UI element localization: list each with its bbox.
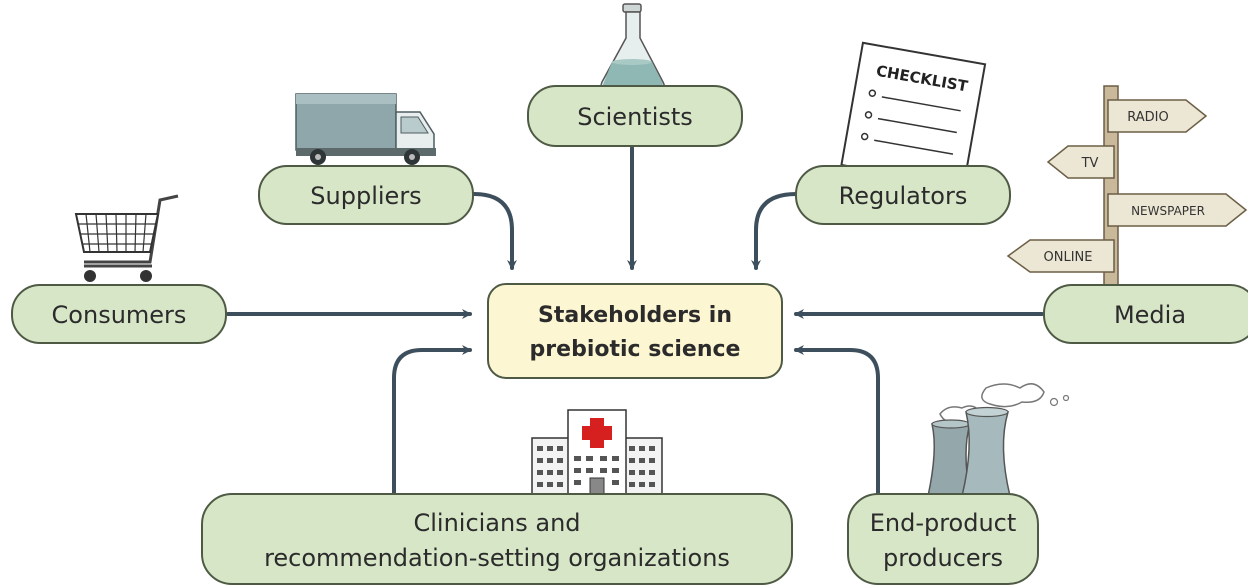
shopping-cart-icon bbox=[74, 194, 179, 282]
node-suppliers-label: Suppliers bbox=[310, 182, 421, 210]
sign-tv: TV bbox=[1046, 145, 1115, 179]
arrow-suppliers bbox=[472, 192, 517, 270]
factory-icon bbox=[927, 383, 1070, 497]
sign-newspaper: NEWSPAPER bbox=[1107, 193, 1248, 227]
node-media: Media bbox=[1043, 284, 1248, 344]
arrows bbox=[226, 146, 1044, 496]
sign-radio: RADIO bbox=[1107, 99, 1208, 133]
svg-text:TV: TV bbox=[1081, 156, 1099, 171]
node-media-label: Media bbox=[1114, 301, 1186, 329]
svg-text:RADIO: RADIO bbox=[1127, 110, 1168, 125]
node-clinicians-label-line2: recommendation-setting organizations bbox=[264, 544, 730, 572]
center-title-line1: Stakeholders in bbox=[538, 303, 732, 328]
center-node: Stakeholders in prebiotic science bbox=[487, 283, 783, 379]
truck-icon bbox=[295, 93, 436, 165]
node-scientists-label: Scientists bbox=[577, 103, 693, 131]
flask-icon bbox=[600, 3, 666, 93]
node-producers: End-product producers bbox=[847, 493, 1039, 585]
node-regulators-label: Regulators bbox=[839, 182, 968, 210]
checklist-icon: CHECKLIST bbox=[840, 41, 987, 188]
node-scientists: Scientists bbox=[527, 85, 743, 147]
arrow-producers bbox=[794, 345, 880, 496]
svg-text:ONLINE: ONLINE bbox=[1044, 250, 1093, 265]
node-producers-label-line1: End-product bbox=[870, 509, 1017, 537]
node-clinicians-label-line1: Clinicians and bbox=[413, 509, 580, 537]
signpost-icon: RADIO TV NEWSPAPER ONLINE bbox=[1006, 85, 1248, 291]
node-consumers: Consumers bbox=[11, 284, 227, 344]
node-regulators: Regulators bbox=[795, 165, 1011, 225]
center-title-line2: prebiotic science bbox=[530, 337, 741, 362]
arrow-regulators bbox=[751, 192, 798, 270]
node-producers-label-line2: producers bbox=[883, 544, 1003, 572]
arrow-clinicians bbox=[392, 345, 472, 496]
hospital-icon bbox=[531, 409, 663, 497]
node-consumers-label: Consumers bbox=[52, 301, 187, 329]
node-suppliers: Suppliers bbox=[258, 165, 474, 225]
node-clinicians: Clinicians and recommendation-setting or… bbox=[201, 493, 793, 585]
sign-online: ONLINE bbox=[1006, 239, 1115, 273]
svg-text:NEWSPAPER: NEWSPAPER bbox=[1131, 204, 1205, 218]
